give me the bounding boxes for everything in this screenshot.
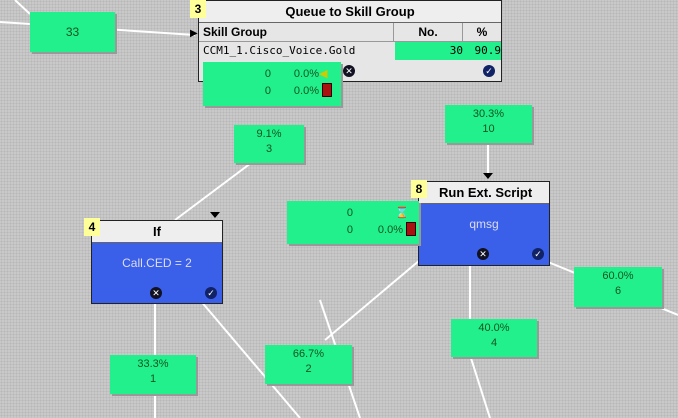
col-skill-group: Skill Group bbox=[203, 25, 268, 39]
if-node[interactable]: If Call.CED = 2 ✕ ✓ bbox=[91, 220, 223, 304]
queued-count: 0 bbox=[346, 207, 353, 219]
success-exit-icon[interactable]: ✓ bbox=[483, 65, 495, 77]
run-ext-script-node[interactable]: Run Ext. Script qmsg ✕ ✓ bbox=[418, 181, 550, 266]
branch-label: 9.1%3 bbox=[234, 125, 304, 163]
branch-label: 66.7%2 bbox=[265, 345, 352, 384]
node-title: Run Ext. Script bbox=[419, 182, 549, 204]
false-exit-icon[interactable]: ✕ bbox=[150, 287, 162, 299]
failure-exit-icon[interactable]: ✕ bbox=[343, 65, 355, 77]
node-number: 4 bbox=[84, 218, 100, 236]
speaker-icon: ◀ bbox=[319, 68, 328, 80]
queue-stats: 0 0.0%◀ 0 0.0% bbox=[203, 62, 341, 106]
true-exit-icon[interactable]: ✓ bbox=[205, 287, 217, 299]
node-title: Queue to Skill Group bbox=[199, 1, 501, 23]
entry-arrow-icon bbox=[210, 212, 220, 218]
error-pct: 0.0% bbox=[377, 224, 403, 236]
error-pct: 0.0% bbox=[293, 85, 319, 97]
col-no: No. bbox=[393, 23, 462, 41]
script-stats: 0 ⌛ 0 0.0% bbox=[287, 201, 419, 244]
branch-label: 30.3%10 bbox=[445, 105, 532, 143]
node-number: 8 bbox=[411, 180, 427, 198]
skill-group-name: CCM1_1.Cisco_Voice.Gold bbox=[203, 44, 356, 57]
queued-pct: 0.0% bbox=[293, 68, 319, 80]
skill-group-count: 30 bbox=[395, 42, 466, 60]
skill-group-pct: 90.9 bbox=[466, 42, 501, 60]
stop-icon bbox=[406, 222, 417, 236]
failure-exit-icon[interactable]: ✕ bbox=[477, 248, 489, 260]
count-label-33: 33 bbox=[30, 12, 115, 52]
col-pct: % bbox=[462, 23, 501, 41]
branch-label: 33.3%1 bbox=[110, 355, 196, 394]
error-count: 0 bbox=[346, 224, 353, 236]
stop-icon bbox=[322, 83, 333, 97]
queue-to-skill-group-node[interactable]: Queue to Skill Group Skill Group No. % C… bbox=[198, 0, 502, 82]
branch-label: 40.0%4 bbox=[451, 319, 537, 357]
branch-label: 60.0%6 bbox=[574, 267, 662, 307]
success-exit-icon[interactable]: ✓ bbox=[532, 248, 544, 260]
hourglass-icon: ⌛ bbox=[395, 207, 409, 219]
error-count: 0 bbox=[264, 85, 271, 97]
node-number: 3 bbox=[190, 0, 206, 18]
entry-arrow-icon: ▶ bbox=[190, 28, 198, 39]
entry-arrow-icon bbox=[483, 173, 493, 179]
queued-count: 0 bbox=[264, 68, 271, 80]
node-title: If bbox=[92, 221, 222, 243]
